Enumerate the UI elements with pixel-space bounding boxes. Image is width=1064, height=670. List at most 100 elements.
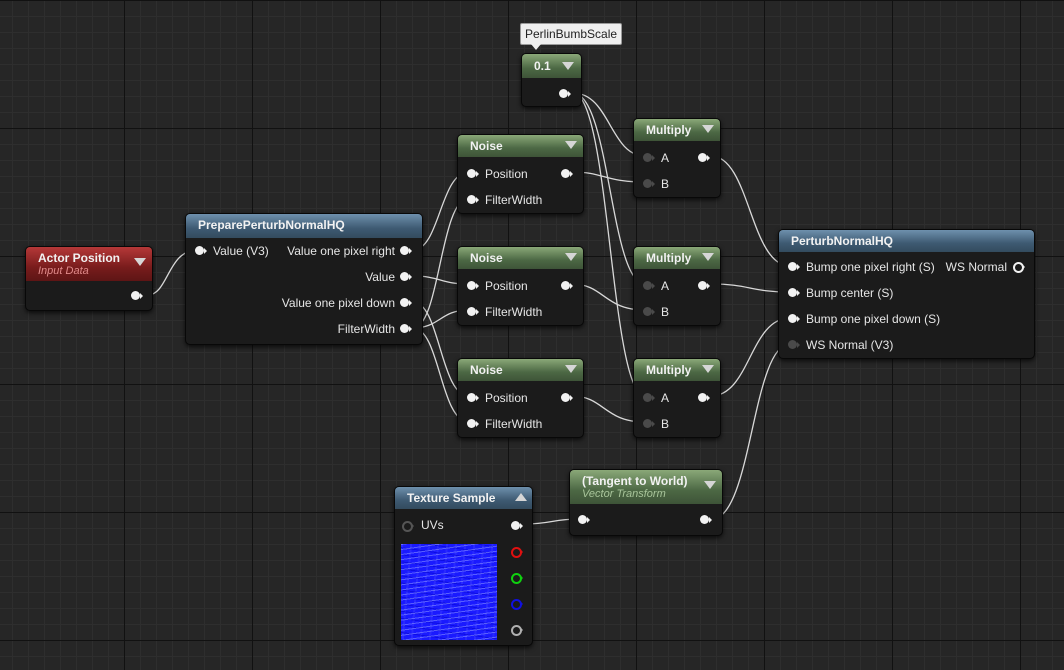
- actor-position-node[interactable]: Actor Position Input Data: [25, 246, 153, 311]
- prepare-perturb-normal-node[interactable]: PreparePerturbNormalHQ Value (V3) Value …: [185, 213, 423, 345]
- node-title: PerturbNormalHQ: [791, 234, 894, 248]
- multiply-node[interactable]: Multiply A B: [633, 358, 721, 438]
- input-pin[interactable]: [788, 339, 800, 351]
- input-pin[interactable]: [467, 168, 479, 180]
- noise-node[interactable]: Noise Position FilterWidth: [457, 358, 584, 438]
- alpha-channel-pin[interactable]: [511, 624, 523, 636]
- pin-label: Bump one pixel down (S): [806, 312, 941, 326]
- wire-transform-to-perturb: [711, 343, 791, 520]
- node-title: Texture Sample: [407, 491, 496, 505]
- chevron-down-icon[interactable]: [565, 365, 577, 373]
- pin-label: A: [661, 151, 670, 165]
- noise-node[interactable]: Noise Position FilterWidth: [457, 134, 584, 214]
- input-pin[interactable]: [643, 418, 655, 430]
- noise-node[interactable]: Noise Position FilterWidth: [457, 246, 584, 326]
- input-pin[interactable]: [788, 287, 800, 299]
- texture-sample-node[interactable]: Texture Sample UVs: [394, 486, 533, 646]
- chevron-down-icon[interactable]: [565, 253, 577, 261]
- output-pin[interactable]: [559, 88, 571, 100]
- pin-label: WS Normal (V3): [806, 338, 894, 352]
- input-pin[interactable]: [467, 306, 479, 318]
- node-title: Multiply: [646, 123, 692, 137]
- input-pin[interactable]: [788, 313, 800, 325]
- pin-label: Position: [485, 167, 528, 181]
- rgb-output-pin[interactable]: [511, 520, 523, 532]
- pin-label: FilterWidth: [485, 193, 543, 207]
- pin-label: Value one pixel right: [287, 244, 395, 258]
- chevron-down-icon[interactable]: [562, 62, 574, 70]
- node-title: Actor Position: [38, 251, 121, 265]
- pin-label: B: [661, 305, 670, 319]
- chevron-down-icon[interactable]: [702, 253, 714, 261]
- green-channel-pin[interactable]: [511, 572, 523, 584]
- input-pin[interactable]: [467, 392, 479, 404]
- input-pin[interactable]: [788, 261, 800, 273]
- output-pin[interactable]: [698, 392, 710, 404]
- input-pin[interactable]: [643, 152, 655, 164]
- output-pin[interactable]: [400, 297, 412, 309]
- parameter-value: 0.1: [534, 59, 551, 73]
- input-pin[interactable]: [643, 392, 655, 404]
- texture-preview: [401, 544, 497, 640]
- pin-label: Position: [485, 279, 528, 293]
- chevron-up-icon[interactable]: [515, 493, 527, 501]
- pin-label: B: [661, 177, 670, 191]
- output-pin[interactable]: [400, 271, 412, 283]
- node-title: Noise: [470, 139, 503, 153]
- pin-label: Value: [365, 270, 395, 284]
- pin-label: WS Normal: [945, 260, 1007, 274]
- input-pin[interactable]: [467, 280, 479, 292]
- pin-label: FilterWidth: [485, 305, 543, 319]
- chevron-down-icon[interactable]: [702, 365, 714, 373]
- pin-label: UVs: [421, 518, 444, 532]
- pin-label: Value one pixel down: [281, 296, 395, 310]
- pin-label: A: [661, 391, 670, 405]
- node-title: Noise: [470, 251, 503, 265]
- output-pin[interactable]: [698, 280, 710, 292]
- input-pin[interactable]: [578, 514, 590, 526]
- node-subtitle: Vector Transform: [582, 488, 666, 500]
- node-title: Multiply: [646, 251, 692, 265]
- multiply-node[interactable]: Multiply A B: [633, 118, 721, 198]
- node-title: PreparePerturbNormalHQ: [198, 218, 345, 232]
- output-pin[interactable]: [400, 323, 412, 335]
- output-pin[interactable]: [561, 280, 573, 292]
- perturb-normal-node[interactable]: PerturbNormalHQ Bump one pixel right (S)…: [778, 229, 1035, 359]
- pin-label: Value (V3): [213, 244, 269, 258]
- chevron-down-icon[interactable]: [702, 125, 714, 133]
- output-pin[interactable]: [131, 290, 143, 302]
- pin-label: FilterWidth: [485, 417, 543, 431]
- output-pin[interactable]: [700, 514, 712, 526]
- input-pin[interactable]: [643, 306, 655, 318]
- red-channel-pin[interactable]: [511, 546, 523, 558]
- output-pin[interactable]: [400, 245, 412, 257]
- pin-label: Position: [485, 391, 528, 405]
- blue-channel-pin[interactable]: [511, 598, 523, 610]
- output-pin[interactable]: [1013, 261, 1025, 273]
- input-pin[interactable]: [643, 178, 655, 190]
- node-title: Multiply: [646, 363, 692, 377]
- multiply-node[interactable]: Multiply A B: [633, 246, 721, 326]
- chevron-down-icon[interactable]: [565, 141, 577, 149]
- input-pin[interactable]: [402, 520, 414, 532]
- scalar-parameter-node[interactable]: 0.1: [521, 53, 582, 107]
- vector-transform-node[interactable]: (Tangent to World) Vector Transform: [569, 469, 723, 536]
- pin-label: Bump center (S): [806, 286, 894, 300]
- input-pin[interactable]: [643, 280, 655, 292]
- node-title: (Tangent to World): [582, 474, 688, 488]
- node-title: Noise: [470, 363, 503, 377]
- output-pin[interactable]: [561, 392, 573, 404]
- input-pin[interactable]: [467, 194, 479, 206]
- pin-label: FilterWidth: [337, 322, 395, 336]
- input-pin[interactable]: [195, 245, 207, 257]
- node-subtitle: Input Data: [38, 265, 89, 277]
- output-pin[interactable]: [698, 152, 710, 164]
- chevron-down-icon[interactable]: [134, 258, 146, 266]
- pin-label: Bump one pixel right (S): [806, 260, 935, 274]
- parameter-name-tooltip: PerlinBumbScale: [520, 23, 623, 50]
- chevron-down-icon[interactable]: [704, 481, 716, 489]
- input-pin[interactable]: [467, 418, 479, 430]
- output-pin[interactable]: [561, 168, 573, 180]
- pin-label: B: [661, 417, 670, 431]
- pin-label: A: [661, 279, 670, 293]
